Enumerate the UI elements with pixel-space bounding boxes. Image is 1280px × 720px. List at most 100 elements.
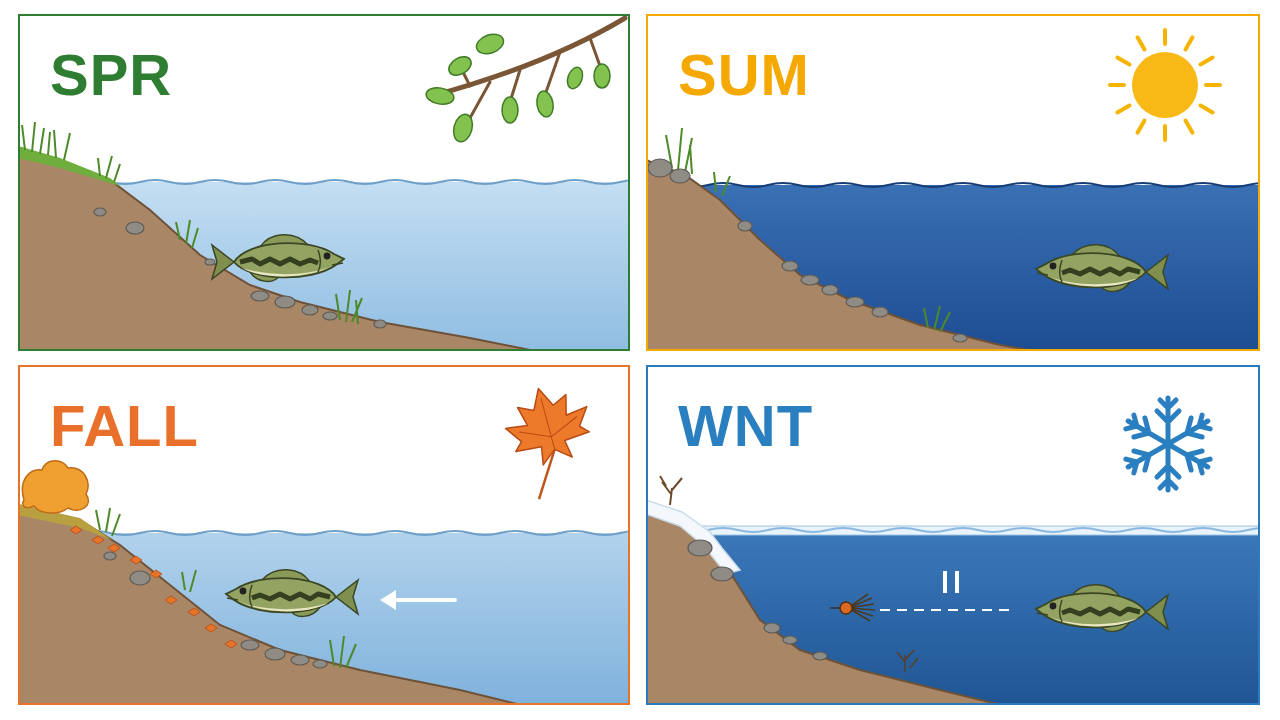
branch [594,64,610,88]
sun-ray [1163,30,1167,44]
sun-ray [1201,106,1213,113]
season-heading: SUM [678,46,810,104]
pause-symbol [943,571,959,593]
fallen-leaves [70,526,82,534]
maple-leaf [512,390,584,457]
fallen-leaves [225,640,237,648]
rocks [822,285,838,295]
rocks [688,540,827,660]
rocks [291,655,309,665]
branch [565,65,586,90]
rocks [313,660,327,668]
bass-fish [1036,245,1168,292]
fall-scene [20,378,628,703]
rocks [104,552,116,560]
rocks [688,540,712,556]
bare-twig [660,476,682,505]
grass-bank [20,146,120,186]
winter-scene [648,398,1258,703]
branch [446,53,475,79]
branch [474,31,506,57]
rocks [251,291,269,301]
strike-distance-line [880,609,1012,611]
grass [666,128,950,332]
snowflake [1123,398,1214,490]
rocks [670,169,690,183]
autumn-tree [22,461,88,513]
rocks [846,297,864,307]
rocks [302,305,318,315]
branch [425,18,625,144]
pause-symbol [955,571,959,593]
bass-fish [212,235,344,282]
spring-panel: SPR [18,14,630,351]
rocks [205,259,215,265]
rocks [94,208,106,216]
sun-ray [1138,121,1145,133]
winter-panel: WNT [646,365,1260,705]
rocks [648,159,672,177]
fallen-leaves [205,624,217,632]
dead-weed [897,650,918,672]
rocks [801,275,819,285]
season-heading: FALL [50,397,199,455]
ice-edge [648,528,1258,532]
bass-fish [1036,585,1168,632]
rocks [738,221,752,231]
fallen-leaves [92,536,104,544]
branch [425,86,455,107]
branch [502,97,518,123]
rocks [764,623,780,633]
rocks [872,307,888,317]
branch [451,112,476,144]
rocks [782,261,798,271]
pause-symbol [943,571,947,593]
rocks [94,208,386,328]
grass [176,220,198,248]
rocks [648,159,967,342]
rocks [813,652,827,660]
rocks [323,312,337,320]
maple-leaf [498,378,599,472]
grass [336,290,362,324]
season-heading: SPR [50,46,172,104]
fallen-leaves [130,556,142,564]
rocks [241,640,259,650]
rocks [275,296,295,308]
water-surface [648,183,1258,187]
summer-panel: SUM [646,14,1260,351]
grass [22,122,120,182]
rocks [711,567,733,581]
fallen-leaves [188,608,200,616]
snowflake-arm [1123,411,1174,453]
sun-ray [1117,58,1129,65]
sun-ray [1138,37,1145,49]
sun-ray [1117,106,1129,113]
jig-lure [830,594,875,621]
autumn-tree [22,461,88,513]
fallen-leaves [165,596,177,604]
sun-ray [1201,58,1213,65]
jig-lure [830,607,840,609]
spring-scene [20,18,628,349]
sun-ray [1163,126,1167,140]
branch [535,90,555,118]
summer-scene [648,30,1258,349]
snowflake-arm [1123,411,1174,453]
bass-fish [226,570,358,617]
rocks [374,320,386,328]
sun-ray [1186,121,1193,133]
fallen-leaves [108,544,120,552]
sun [1132,52,1198,118]
rocks [265,648,285,660]
rocks [126,222,144,234]
branch [425,31,610,144]
rocks [783,636,797,644]
rocks [130,571,150,585]
movement-arrow [392,598,455,602]
bank [20,505,525,703]
movement-arrow [380,590,396,610]
grass [22,122,362,324]
